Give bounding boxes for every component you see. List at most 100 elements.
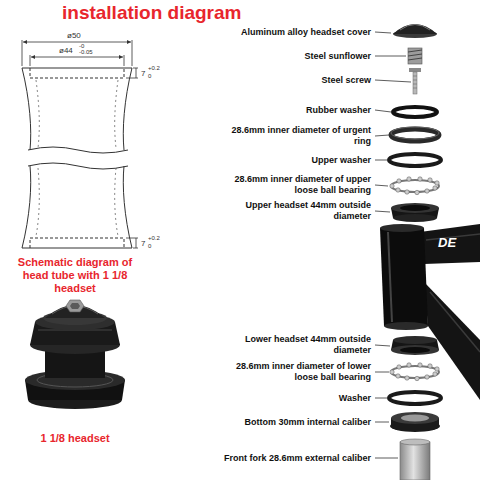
- headset-photo: [70, 303, 80, 309]
- lower-bearing: [418, 363, 422, 367]
- lower-bearing: [428, 364, 432, 368]
- head-tube-schematic: [30, 68, 124, 78]
- head-tube-schematic: [22, 68, 31, 150]
- headset-cover: [400, 25, 430, 31]
- tolerance: -0.05: [78, 49, 94, 55]
- upper-cup: [400, 205, 430, 211]
- dimension-lines: [31, 57, 123, 58]
- lower-bearing: [435, 367, 439, 371]
- head-tube-schematic: [22, 166, 31, 248]
- dimension: ø50: [66, 31, 82, 40]
- upper-bearing: [435, 181, 439, 185]
- leader-line: [375, 372, 389, 373]
- head-tube-schematic: [36, 80, 39, 148]
- leader-line: [375, 56, 406, 57]
- upper-bearing: [397, 179, 401, 183]
- bike-frame: [380, 224, 424, 232]
- upper-washer: [389, 154, 441, 166]
- rubber-washer: [393, 107, 437, 117]
- leader-line: [375, 32, 391, 33]
- dimension: 7: [140, 239, 146, 248]
- head-tube-schematic: [36, 168, 39, 236]
- dimension-lines: [30, 55, 31, 66]
- part-label: Front fork 28.6mm external caliber: [223, 453, 372, 464]
- lower-cup: [391, 336, 439, 355]
- fork-steerer: [400, 442, 430, 480]
- upper-cup: [391, 203, 439, 222]
- part-label: Upper headset 44mm outside diameter: [220, 200, 372, 222]
- dimension-lines: [133, 68, 138, 69]
- head-tube-schematic: [22, 248, 132, 249]
- upper-bearing: [425, 189, 429, 193]
- leader-line: [375, 398, 387, 399]
- head-tube-schematic: [115, 168, 118, 236]
- tolerance: +0.2: [147, 65, 161, 71]
- lower-bearing: [390, 370, 394, 374]
- dimension-lines: [136, 68, 137, 78]
- diagram-title: installation diagram: [62, 2, 241, 24]
- dimension: 7: [140, 69, 146, 78]
- upper-bearing: [405, 190, 409, 194]
- lower-bearing: [407, 363, 411, 367]
- steel-screw: [409, 68, 421, 72]
- figure-caption: Schematic diagram of head tube with 1 1/…: [5, 256, 145, 295]
- part-label: Steel sunflower: [303, 51, 372, 62]
- part-label: Lower headset 44mm outside diameter: [220, 334, 372, 356]
- dimension-lines: [136, 238, 137, 248]
- leader-line: [375, 345, 390, 346]
- dimension-lines: [124, 55, 125, 66]
- crown-race: [391, 412, 439, 424]
- lower-bearing: [390, 363, 439, 381]
- compression-ring: [391, 127, 439, 141]
- head-tube-schematic: [30, 238, 124, 248]
- upper-bearing: [433, 186, 437, 190]
- lower-bearing: [396, 374, 400, 378]
- dimension-lines: [22, 40, 138, 248]
- part-label: Rubber washer: [305, 105, 372, 116]
- lower-cup: [391, 345, 439, 355]
- lower-bearing: [415, 376, 419, 380]
- upper-bearing: [428, 178, 432, 182]
- upper-bearing: [396, 188, 400, 192]
- dimension-lines: [133, 248, 138, 249]
- lower-bearing: [397, 365, 401, 369]
- crown-race: [401, 415, 429, 422]
- upper-bearing: [390, 184, 394, 188]
- compression-ring: [391, 127, 439, 139]
- tolerance: 0: [147, 243, 152, 249]
- steel-screw: [413, 72, 417, 94]
- part-label: Aluminum alloy headset cover: [240, 27, 372, 38]
- bike-frame: [388, 232, 392, 322]
- head-tube-schematic: [123, 68, 132, 150]
- fork-steerer: [400, 439, 430, 445]
- head-tube-schematic: [28, 163, 128, 169]
- part-label: Steel screw: [320, 75, 372, 86]
- tolerance: +0.2: [147, 235, 161, 241]
- dimension-lines: [132, 40, 133, 66]
- lower-cup: [393, 336, 437, 344]
- leader-line: [375, 185, 388, 186]
- leader-line: [375, 110, 391, 112]
- dimension-lines: [23, 42, 131, 43]
- head-tube-schematic: [123, 166, 132, 248]
- upper-washer: [389, 154, 441, 166]
- headset-photo: [25, 300, 125, 409]
- bike-frame: [420, 224, 480, 264]
- figure-caption: 1 1/8 headset: [15, 432, 135, 445]
- leader-line: [375, 422, 389, 423]
- head-tube-schematic: [22, 68, 132, 248]
- leader-line: [375, 160, 387, 161]
- headset-photo: [66, 300, 84, 312]
- part-label: Upper washer: [310, 155, 372, 166]
- lower-washer: [389, 392, 441, 404]
- lower-cup: [400, 347, 430, 353]
- lower-bearing: [405, 376, 409, 380]
- head-tube-schematic: [28, 147, 128, 153]
- rubber-washer: [393, 107, 437, 117]
- upper-cup: [391, 203, 439, 213]
- part-label: Bottom 30mm internal caliber: [243, 417, 372, 428]
- upper-bearing: [418, 177, 422, 181]
